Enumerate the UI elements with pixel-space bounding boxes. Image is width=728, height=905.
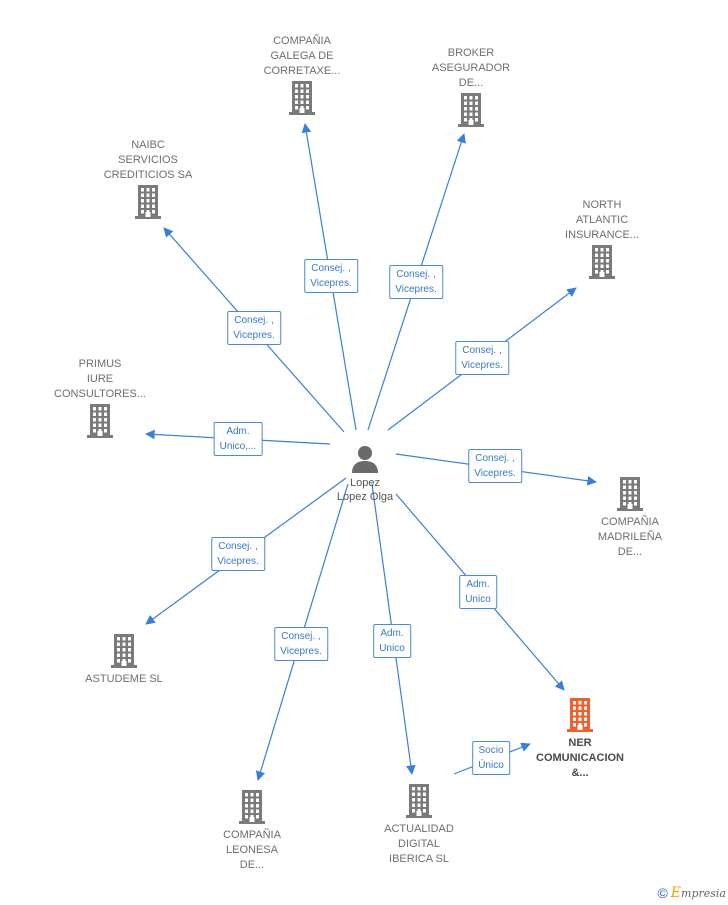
relation-label-primus[interactable]: Adm. Unico,... [213, 422, 263, 456]
company-name: ASTUDEME SL [85, 673, 163, 685]
brand-logo-text: mpresia [681, 887, 726, 900]
person-icon [352, 446, 378, 473]
watermark: © Empresia [657, 885, 726, 901]
person-name: Lopez Lopez Olga [336, 477, 394, 503]
company-name: PRIMUS IURE CONSULTORES... [54, 358, 146, 400]
relation-label-ner[interactable]: Adm. Unico [459, 575, 497, 609]
company-node-astudeme[interactable]: ASTUDEME SL [64, 632, 184, 687]
company-name: BROKER ASEGURADOR DE... [431, 47, 511, 89]
relation-label-naibc[interactable]: Consej. , Vicepres. [227, 311, 281, 345]
building-icon [458, 93, 484, 127]
company-node-ner[interactable]: NER COMUNICACION &... [520, 696, 640, 781]
relation-label-galega[interactable]: Consej. , Vicepres. [304, 259, 358, 293]
company-name: NORTH ATLANTIC INSURANCE... [565, 199, 639, 241]
company-name: NER COMUNICACION &... [536, 737, 624, 779]
building-icon [589, 245, 615, 279]
brand-logo-initial: E [670, 885, 682, 901]
relation-label-astudeme[interactable]: Consej. , Vicepres. [211, 537, 265, 571]
relation-label-leonesa[interactable]: Consej. , Vicepres. [274, 627, 328, 661]
building-icon [617, 477, 643, 511]
building-icon [406, 784, 432, 818]
company-name: COMPAÑIA LEONESA DE... [223, 829, 281, 871]
building-icon [239, 790, 265, 824]
building-icon [567, 698, 593, 732]
copyright-icon: © [657, 885, 668, 901]
relation-label-broker[interactable]: Consej. , Vicepres. [389, 265, 443, 299]
company-node-primus[interactable]: PRIMUS IURE CONSULTORES... [40, 357, 160, 438]
company-node-naibc[interactable]: NAIBC SERVICIOS CREDITICIOS SA [88, 138, 208, 219]
relation-label-north[interactable]: Consej. , Vicepres. [455, 341, 509, 375]
relation-label-actualidad-to-ner[interactable]: Socio Único [472, 741, 510, 775]
company-name: COMPAÑIA GALEGA DE CORRETAXE... [263, 35, 341, 77]
company-node-galega[interactable]: COMPAÑIA GALEGA DE CORRETAXE... [242, 34, 362, 115]
relation-label-madrilena[interactable]: Consej. , Vicepres. [468, 449, 522, 483]
company-name: COMPAÑIA MADRILEÑA DE... [597, 516, 663, 558]
building-icon [135, 185, 161, 219]
company-node-broker[interactable]: BROKER ASEGURADOR DE... [411, 46, 531, 127]
company-node-leonesa[interactable]: COMPAÑIA LEONESA DE... [192, 788, 312, 873]
building-icon [289, 81, 315, 115]
building-icon [87, 404, 113, 438]
company-node-north[interactable]: NORTH ATLANTIC INSURANCE... [542, 198, 662, 279]
relation-label-actualidad[interactable]: Adm. Unico [373, 624, 411, 658]
company-node-madrilena[interactable]: COMPAÑIA MADRILEÑA DE... [570, 475, 690, 560]
building-icon [111, 634, 137, 668]
person-node[interactable]: Lopez Lopez Olga [330, 444, 400, 504]
company-node-actualidad[interactable]: ACTUALIDAD DIGITAL IBERICA SL [359, 782, 479, 867]
company-name: NAIBC SERVICIOS CREDITICIOS SA [103, 139, 193, 181]
company-name: ACTUALIDAD DIGITAL IBERICA SL [384, 823, 454, 865]
